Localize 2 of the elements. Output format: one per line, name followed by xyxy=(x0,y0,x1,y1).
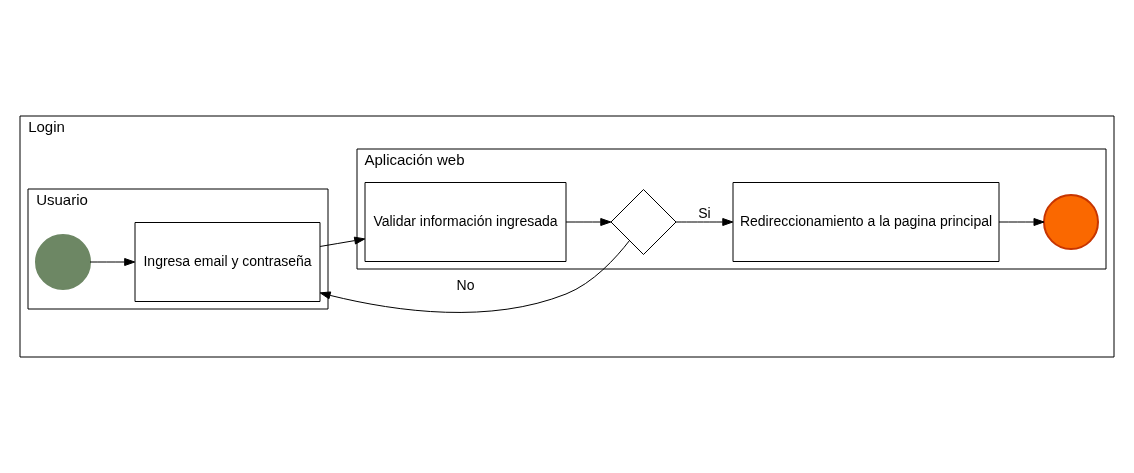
edge-label: No xyxy=(456,277,475,294)
edge-label: Si xyxy=(698,205,711,222)
